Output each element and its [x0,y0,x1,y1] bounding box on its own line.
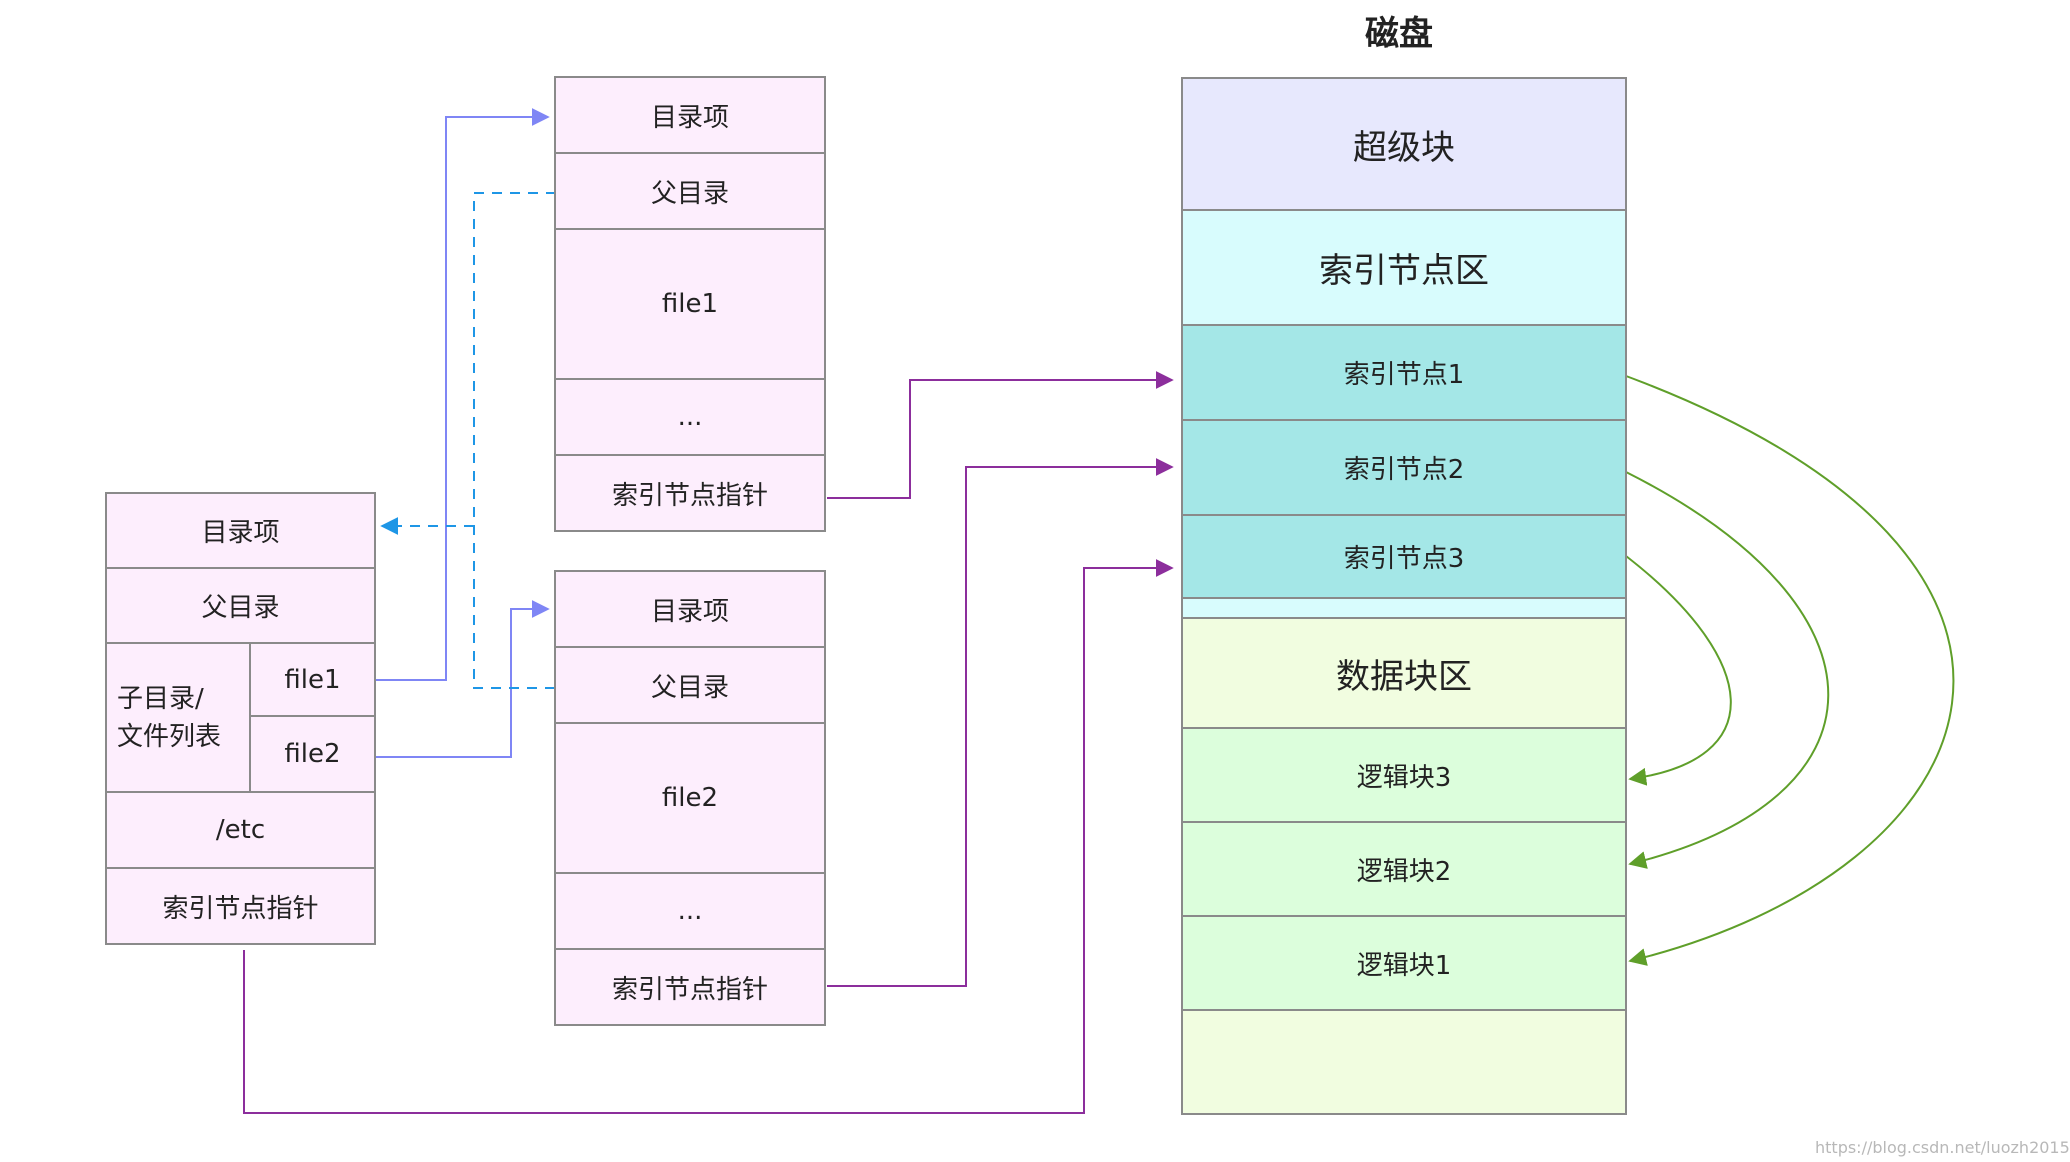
file1-dir-inode-pointer: 索引节点指针 [554,454,826,532]
root-dir-file2: file2 [249,715,376,793]
link-file2-inode-ptr [827,458,1174,987]
logical-block-2: 逻辑块2 [1181,821,1627,917]
logical-block-1: 逻辑块1 [1181,915,1627,1011]
children-label-line1: 子目录/ [117,683,204,714]
link-file2-to-entry [376,600,550,758]
file1-dir-parent: 父目录 [554,152,826,230]
inode-3: 索引节点3 [1181,514,1627,599]
file2-dir-ellipsis: ... [554,872,826,950]
superblock-region: 超级块 [1181,77,1627,211]
file1-dir-name: file1 [554,228,826,380]
inode-area-region: 索引节点区 [1181,209,1627,326]
link-parents-to-root-entry [473,192,556,689]
file2-dir-inode-pointer: 索引节点指针 [554,948,826,1026]
inode-1: 索引节点1 [1181,324,1627,421]
file2-dir-parent: 父目录 [554,646,826,724]
inode-2: 索引节点2 [1181,419,1627,516]
file2-dir-name: file2 [554,722,826,874]
link-etc-inode-ptr [243,559,1174,1114]
watermark: https://blog.csdn.net/luozh2015 [1815,1138,2070,1157]
logical-block-3: 逻辑块3 [1181,727,1627,823]
root-dir-inode-pointer: 索引节点指针 [105,867,376,945]
disk-title: 磁盘 [1365,14,1433,54]
file2-dir-entry: 目录项 [554,570,826,648]
root-dir-children-label: 子目录/ 文件列表 [105,642,251,793]
children-label-line2: 文件列表 [117,721,222,752]
file1-dir-ellipsis: ... [554,378,826,456]
link-inode1-to-block1 [1625,375,1955,966]
inode-area-remainder [1181,597,1627,619]
file1-dir-entry: 目录项 [554,76,826,154]
root-dir-entry: 目录项 [105,492,376,569]
root-dir-name: /etc [105,791,376,869]
root-dir-parent: 父目录 [105,567,376,644]
root-dir-file1: file1 [249,642,376,717]
link-file1-inode-ptr [827,371,1174,499]
data-area-free [1181,1009,1627,1115]
link-file1-to-entry [376,108,550,681]
data-area-region: 数据块区 [1181,617,1627,729]
link-inode2-to-block2 [1625,471,1830,869]
link-inode3-to-block3 [1625,555,1732,786]
